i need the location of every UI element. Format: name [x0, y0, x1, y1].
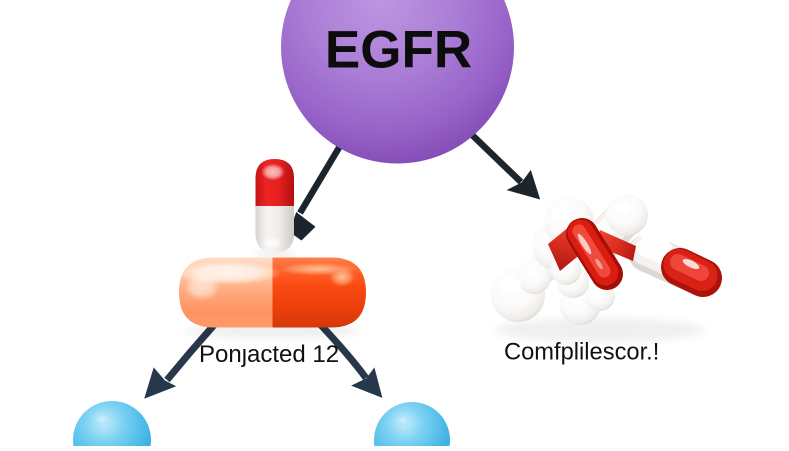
- svg-text:Ponȷacted 12: Ponȷacted 12: [199, 341, 339, 368]
- svg-text:Comfplilescor.!: Comfplilescor.!: [504, 340, 659, 366]
- svg-text:EGFR: EGFR: [325, 21, 472, 80]
